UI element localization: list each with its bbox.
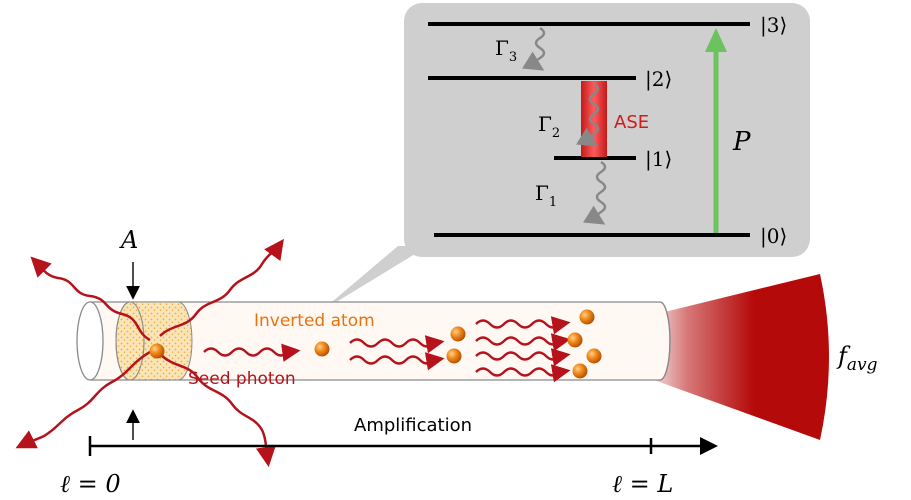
- area-label: A: [119, 226, 138, 254]
- atom: [567, 332, 583, 348]
- atom: [446, 348, 462, 364]
- photon-wave: [203, 343, 301, 362]
- tube-exit-edge: [659, 301, 671, 381]
- seed-photon-label: Seed photon: [188, 369, 296, 389]
- inset-callout: [320, 246, 428, 312]
- photon-wave: [475, 364, 571, 383]
- gamma3-label: Γ3: [495, 36, 517, 65]
- photon-wave: [30, 256, 151, 342]
- level-0-label: |0⟩: [760, 224, 787, 249]
- photon-wave: [161, 355, 276, 467]
- pump-label: P: [732, 127, 751, 157]
- seed-slab: [115, 301, 193, 381]
- gamma2-decay-arrow: [575, 82, 600, 147]
- stimulated-photons: [203, 316, 571, 383]
- ase-label: ASE: [614, 112, 649, 133]
- photon-wave: [475, 316, 571, 335]
- photon-wave: [475, 333, 571, 352]
- seed-slab-front: [115, 301, 145, 381]
- spontaneous-emission: [15, 238, 284, 467]
- tube-entrance: [76, 301, 104, 381]
- inverted-atom-label: Inverted atom: [254, 311, 375, 331]
- atom: [149, 343, 165, 359]
- pump-arrow-head: [705, 28, 727, 52]
- atom: [579, 309, 595, 325]
- amplification-label: Amplification: [354, 415, 472, 436]
- length-axis-arrowhead: [700, 437, 718, 455]
- photon-wave: [475, 348, 571, 367]
- photon-wave: [349, 335, 445, 354]
- photon-wave: [159, 238, 284, 337]
- output-label: favg: [836, 342, 878, 375]
- atom: [586, 348, 602, 364]
- level-1-label: |1⟩: [645, 147, 672, 172]
- output-beam: [640, 274, 829, 440]
- gamma1-label: Γ1: [535, 181, 557, 210]
- atom: [572, 363, 588, 379]
- ase-bar: [581, 81, 607, 157]
- level-3-label: |3⟩: [760, 13, 787, 38]
- end-label: ℓ = L: [612, 470, 673, 498]
- photon-wave: [349, 352, 445, 371]
- atom: [314, 341, 330, 357]
- start-label: ℓ = 0: [60, 470, 121, 498]
- level-2-label: |2⟩: [645, 67, 672, 92]
- gamma3-decay-arrow: [521, 26, 546, 71]
- atoms: [149, 309, 602, 379]
- atom: [450, 326, 466, 342]
- photon-wave: [15, 350, 151, 449]
- gamma1-decay-arrow: [582, 160, 607, 225]
- gamma2-label: Γ2: [538, 112, 560, 141]
